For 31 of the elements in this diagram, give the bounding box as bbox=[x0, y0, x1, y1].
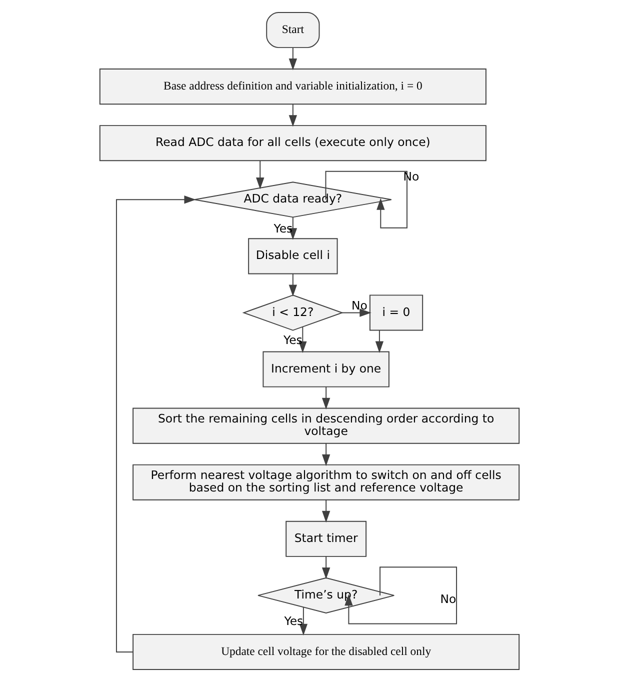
node-box: Start timer bbox=[286, 520, 367, 557]
arrow bbox=[322, 386, 330, 410]
edge-label: Yes bbox=[283, 332, 302, 347]
node-box: Disable cell i bbox=[248, 238, 338, 274]
arrow bbox=[344, 566, 458, 624]
node-diamond: i < 12? bbox=[242, 294, 344, 331]
edge-label: Yes bbox=[274, 221, 293, 236]
arrow bbox=[375, 330, 384, 353]
edge-label: Yes bbox=[284, 614, 304, 628]
node-box: Base address definition and variable initialization, i = 0 bbox=[99, 68, 486, 105]
node-box: Start bbox=[266, 12, 320, 48]
arrow bbox=[116, 196, 196, 652]
arrow bbox=[288, 216, 298, 240]
arrow bbox=[322, 499, 330, 523]
arrow bbox=[322, 442, 330, 466]
node-box: Sort the remaining cells in descending order according to voltage bbox=[132, 408, 520, 444]
node-box: Perform nearest voltage algorithm to switch on and off cells based on the sorting list and reference voltage bbox=[132, 464, 520, 500]
arrow bbox=[288, 104, 298, 127]
node-box: Update cell voltage for the disabled cell only bbox=[132, 634, 520, 670]
edge-label: No bbox=[351, 298, 368, 312]
node-diamond: ADC data ready? bbox=[194, 182, 392, 218]
arrow bbox=[299, 606, 308, 636]
edge-label: No bbox=[440, 592, 456, 606]
arrow bbox=[342, 308, 372, 317]
arrow bbox=[256, 160, 264, 190]
arrow bbox=[322, 556, 330, 580]
node-box: Increment i by one bbox=[262, 351, 390, 388]
arrow bbox=[288, 273, 298, 296]
arrow bbox=[288, 47, 298, 70]
node-box: Read ADC data for all cells (execute only once) bbox=[99, 125, 486, 162]
node-box: i = 0 bbox=[369, 294, 424, 331]
